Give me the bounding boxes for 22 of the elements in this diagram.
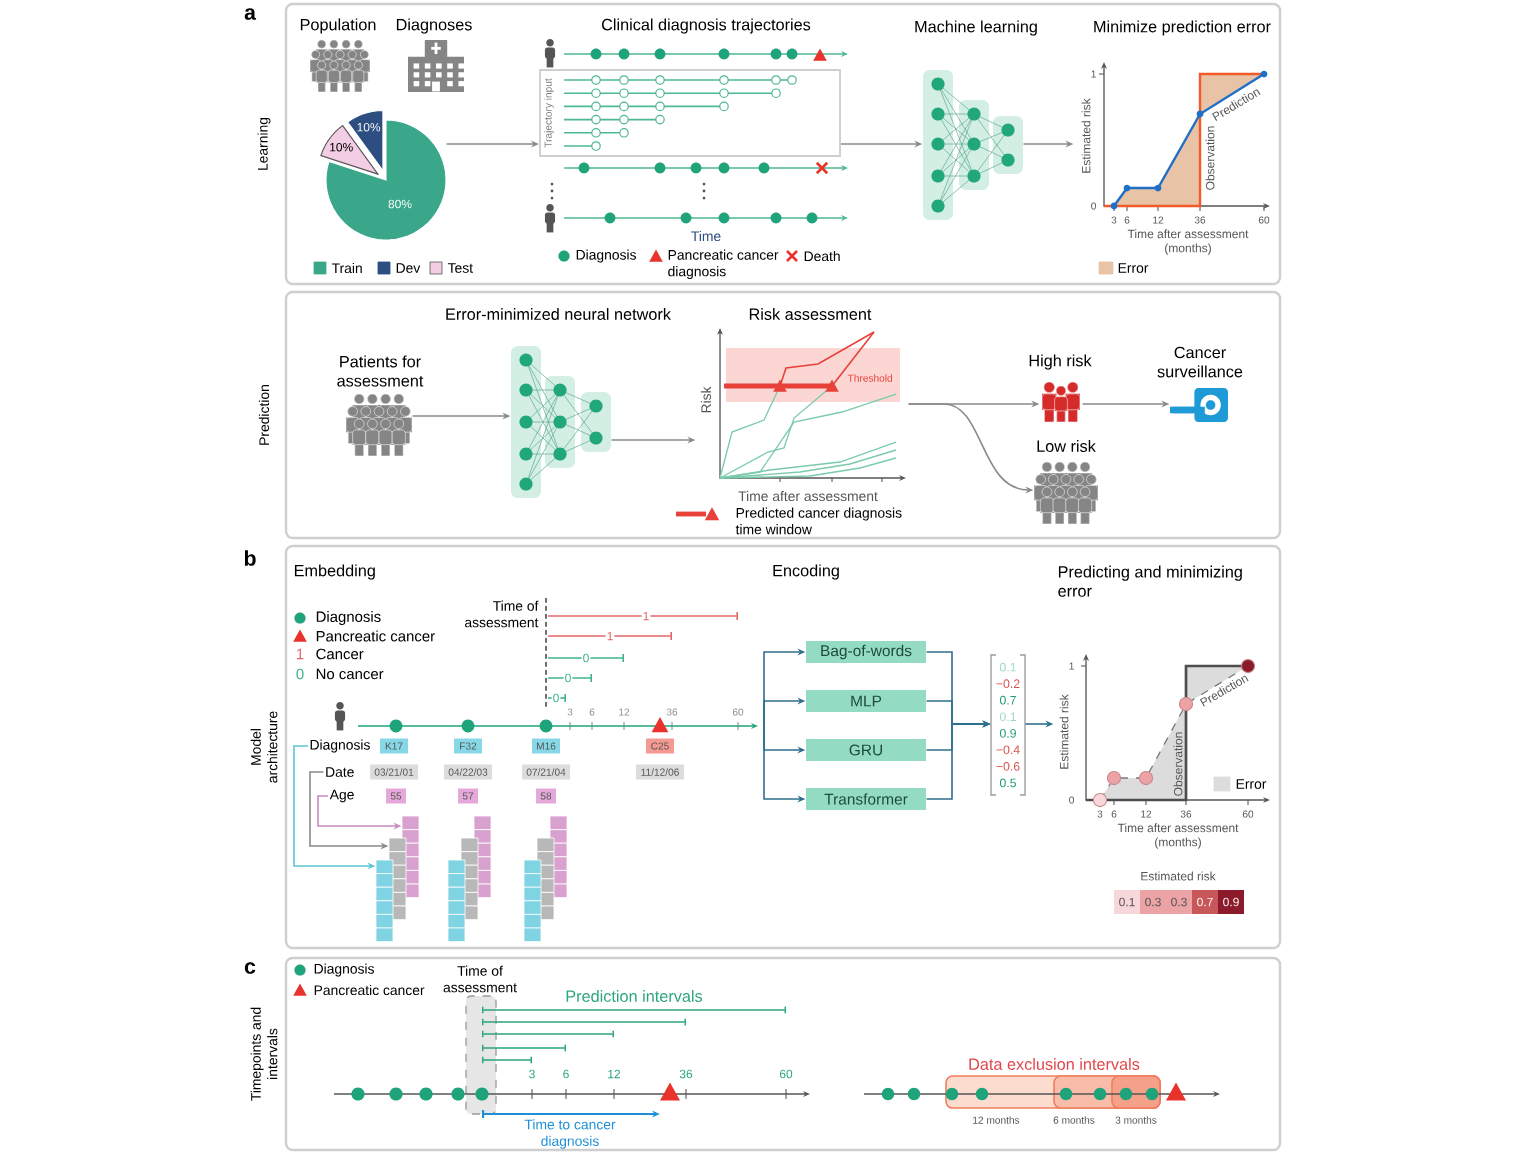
column-title: Clinical diagnosis trajectories — [601, 18, 811, 34]
column-title: Embedding — [294, 564, 375, 580]
embedding-stack — [447, 815, 492, 942]
stage-title: Cancer surveillance — [1157, 346, 1243, 378]
interval-title: Prediction intervals — [566, 990, 703, 1002]
interval-title: Data exclusion intervals — [969, 1058, 1140, 1070]
column-title: Diagnoses — [396, 18, 472, 34]
stage-title: High risk — [1029, 354, 1092, 370]
column-title: Encoding — [773, 564, 839, 580]
panel-letter: a — [244, 8, 257, 20]
panel-letter: b — [244, 550, 256, 566]
stage-title: Patients for assessment — [337, 355, 424, 387]
embedding-stack — [375, 815, 420, 942]
stage-title: Error-minimized neural network — [446, 308, 671, 320]
stage-title: Minimize prediction error — [1094, 20, 1271, 36]
column-title: Population — [300, 18, 376, 34]
stage-title: Machine learning — [915, 20, 1037, 36]
embedding-stack — [523, 815, 568, 942]
stage-title: Low risk — [1037, 440, 1096, 452]
panel-letter: c — [244, 962, 256, 974]
stage-title: Predicting and minimizing error — [1058, 565, 1242, 597]
stage-title: Risk assessment — [749, 308, 872, 320]
